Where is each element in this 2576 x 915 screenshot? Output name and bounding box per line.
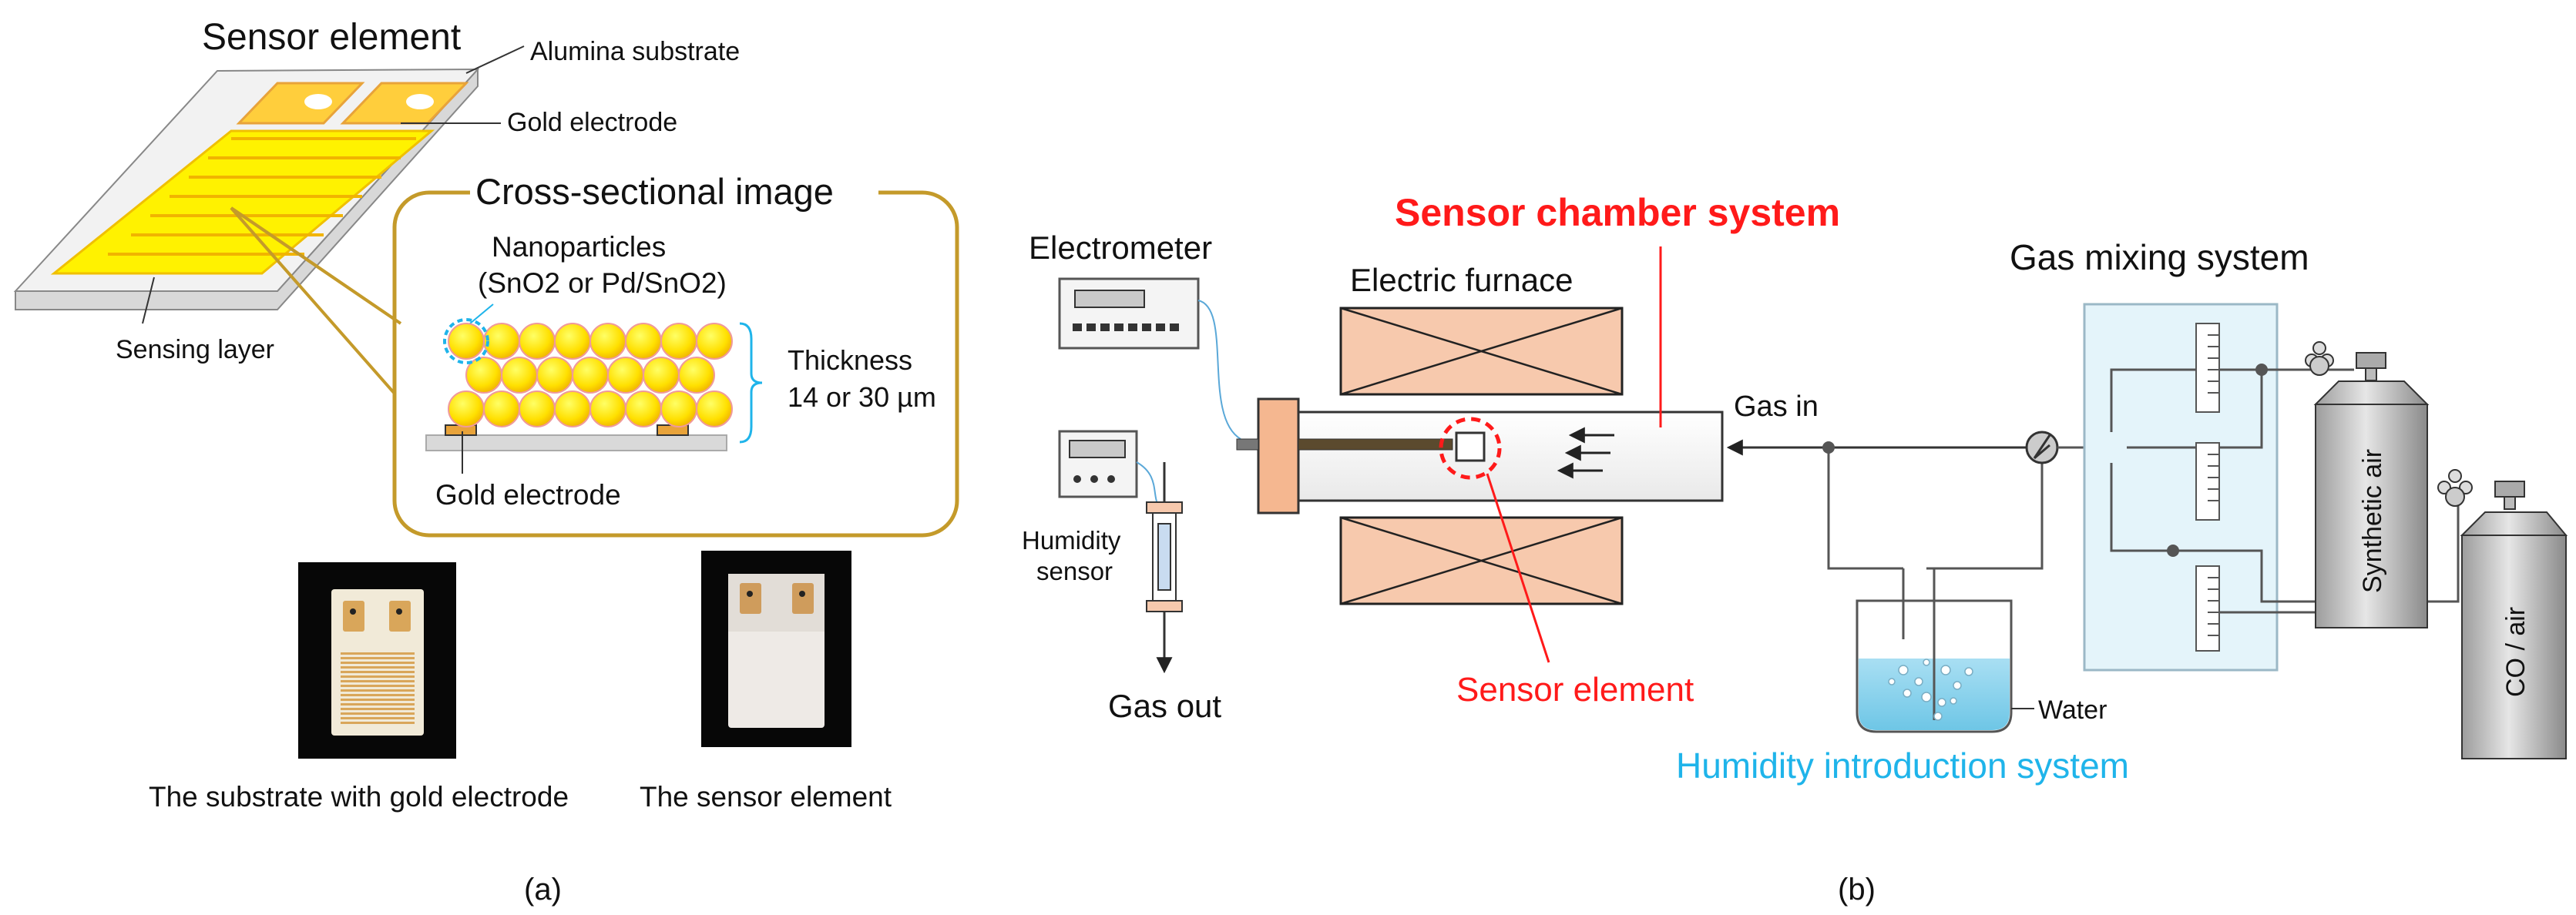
flowmeter-2-icon — [2195, 442, 2220, 521]
nanoparticle — [696, 323, 733, 360]
nanoparticle — [554, 323, 591, 360]
sensor-tube — [1236, 397, 1724, 514]
nanoparticle — [536, 357, 573, 394]
nanoparticle — [483, 390, 520, 427]
sensor-element-label: Sensor element — [1456, 671, 1694, 709]
humidity-introduction-title: Humidity introduction system — [1676, 746, 2129, 786]
nanoparticle — [519, 323, 556, 360]
electric-furnace-bottom — [1339, 516, 1624, 605]
electrometer-icon — [1058, 277, 1200, 350]
panel-a: Sensor element Alumina substrate Gold el… — [13, 17, 959, 907]
electric-furnace-label: Electric furnace — [1350, 262, 1573, 298]
gas-mixing-title: Gas mixing system — [2010, 237, 2309, 277]
nanoparticle — [501, 357, 538, 394]
nanoparticle — [519, 390, 556, 427]
panel-a-label: (a) — [524, 873, 562, 907]
electrometer-label: Electrometer — [1029, 230, 1212, 266]
nanoparticle — [554, 390, 591, 427]
nanoparticle — [625, 390, 662, 427]
synthetic-air-label: Synthetic air — [2358, 449, 2387, 593]
photo-right-caption: The sensor element — [640, 781, 892, 813]
thickness-value: 14 or 30 µm — [788, 381, 936, 413]
callout-title: Cross-sectional image — [475, 171, 834, 212]
gas-in-label: Gas in — [1734, 390, 1819, 423]
valve-1-icon — [2025, 431, 2059, 464]
nanoparticle — [572, 357, 609, 394]
panel-a-title: Sensor element — [202, 17, 461, 58]
nanoparticle — [678, 357, 715, 394]
synthetic-air-cylinder: Synthetic air — [2305, 341, 2430, 628]
water-vessel — [1827, 447, 2044, 733]
panel-b: Sensor chamber system Gas mixing system … — [1022, 191, 2568, 907]
nanoparticle — [696, 390, 733, 427]
alumina-substrate-label: Alumina substrate — [530, 37, 740, 66]
nanoparticle — [589, 390, 626, 427]
thickness-label: Thickness — [788, 344, 912, 376]
co-air-label: CO / air — [2501, 607, 2531, 697]
cross-section-callout: Cross-sectional image Nanoparticles (SnO… — [230, 171, 959, 538]
flowmeter-3-icon — [2195, 565, 2220, 652]
humidity-sensor-label-line1: Humidity — [1022, 526, 1121, 555]
flowmeter-1-icon — [2195, 323, 2220, 413]
humidity-meter-icon — [1058, 430, 1138, 498]
nanoparticle — [643, 357, 680, 394]
gold-electrode-label-top: Gold electrode — [507, 108, 677, 137]
co-air-cylinder: CO / air — [2437, 469, 2568, 759]
water-label: Water — [2038, 695, 2107, 725]
photo-substrate-with-electrode — [298, 562, 456, 759]
gold-electrode-pattern — [50, 82, 469, 275]
humidity-sensor-tube — [1146, 462, 1183, 674]
nanoparticle — [448, 323, 485, 360]
sensor-chamber-title: Sensor chamber system — [1395, 191, 1840, 234]
humidity-sensor-label-line2: sensor — [1036, 557, 1113, 585]
nanoparticle — [625, 323, 662, 360]
sensing-layer-label: Sensing layer — [116, 335, 274, 364]
callout-gold-electrode-label: Gold electrode — [435, 479, 621, 511]
nanoparticle — [660, 323, 697, 360]
nanoparticle — [607, 357, 644, 394]
panel-b-label: (b) — [1838, 873, 1876, 907]
nanoparticle — [448, 390, 485, 427]
nanoparticle — [589, 323, 626, 360]
nanoparticles-label: Nanoparticles — [492, 231, 666, 263]
nanoparticle — [660, 390, 697, 427]
nanoparticles-formula: (SnO2 or Pd/SnO2) — [478, 267, 727, 299]
water-bubbles — [1888, 659, 1973, 721]
photo-left-caption: The substrate with gold electrode — [149, 781, 569, 813]
photo-sensor-element — [701, 551, 851, 747]
electric-furnace-top — [1339, 307, 1624, 396]
nanoparticle-stack — [448, 323, 733, 427]
gas-out-label: Gas out — [1108, 688, 1221, 724]
gas-mixing-box — [2083, 303, 2279, 672]
